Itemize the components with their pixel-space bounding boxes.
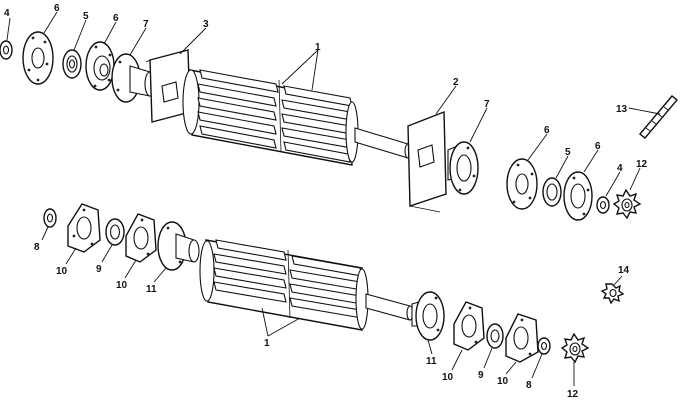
callout-6-upper-right-a: 6 [544,125,550,136]
callout-8-lower-left: 8 [34,242,40,253]
callout-11-lower-right: 11 [426,356,437,367]
callout-5-upper-left: 5 [83,11,89,22]
callout-13: 13 [616,104,628,115]
sprocket-upper [612,188,642,220]
bearing-lower-right [486,323,504,349]
callout-10-lower-right-a: 10 [442,372,454,383]
flange-bearing-lower-left-a [67,203,101,253]
bearing-lower-left [105,218,125,246]
callout-6-upper-right-b: 6 [595,141,601,152]
washer-upper-right [596,196,610,214]
bearing-upper-left [62,49,82,79]
callout-10-lower-left-a: 10 [56,266,68,277]
washer-lower-right [537,337,551,355]
callout-9-lower-right: 9 [478,370,484,381]
flange-bearing-lower-left-b [125,213,157,263]
callout-6-upper-left-a: 6 [54,3,60,14]
callout-1-lower: 1 [264,338,270,349]
callout-3: 3 [203,19,209,30]
leader-lines [6,11,661,386]
callout-11-lower-left: 11 [146,284,157,295]
rotor-lower [199,239,414,331]
callout-4-upper-left: 4 [4,8,10,19]
washer-lower-left [43,208,57,228]
callout-8-lower-right: 8 [526,380,532,391]
flange-plate-upper-right [506,158,538,210]
callout-1-upper: 1 [315,42,321,53]
washer-upper-left [0,40,13,60]
callout-12-lower: 12 [567,389,579,400]
shaft-end-housing-upper-right [447,141,479,195]
callout-7-upper-right: 7 [484,99,490,110]
callout-labels: 4 6 5 6 7 3 1 2 7 6 5 6 4 12 13 8 10 9 1… [4,3,648,400]
callout-7-upper-left: 7 [143,19,149,30]
flange-bearing-lower-right-a [453,301,485,351]
small-sprocket [600,283,625,305]
bearing-upper-right [542,177,562,207]
flange-hub-upper-left [85,41,115,91]
chain [639,95,678,139]
flange-plate-upper-left [22,31,54,85]
callout-4-upper-right: 4 [617,163,623,174]
hub-housing-lower-right [411,291,445,341]
callout-9-lower-left: 9 [96,264,102,275]
callout-5-upper-right: 5 [565,147,571,158]
side-plate-upper-right [407,110,447,213]
callout-10-lower-right-b: 10 [497,376,509,387]
callout-12-upper: 12 [636,159,648,170]
flange-hub-upper-right [563,171,593,221]
callout-10-lower-left-b: 10 [116,280,128,291]
callout-14: 14 [618,265,630,276]
hub-housing-lower-left [157,221,200,271]
flange-bearing-lower-right-b [505,313,539,363]
sprocket-lower [560,332,590,364]
callout-2: 2 [453,77,459,88]
callout-6-upper-left-b: 6 [113,13,119,24]
rotor-upper [182,69,412,166]
